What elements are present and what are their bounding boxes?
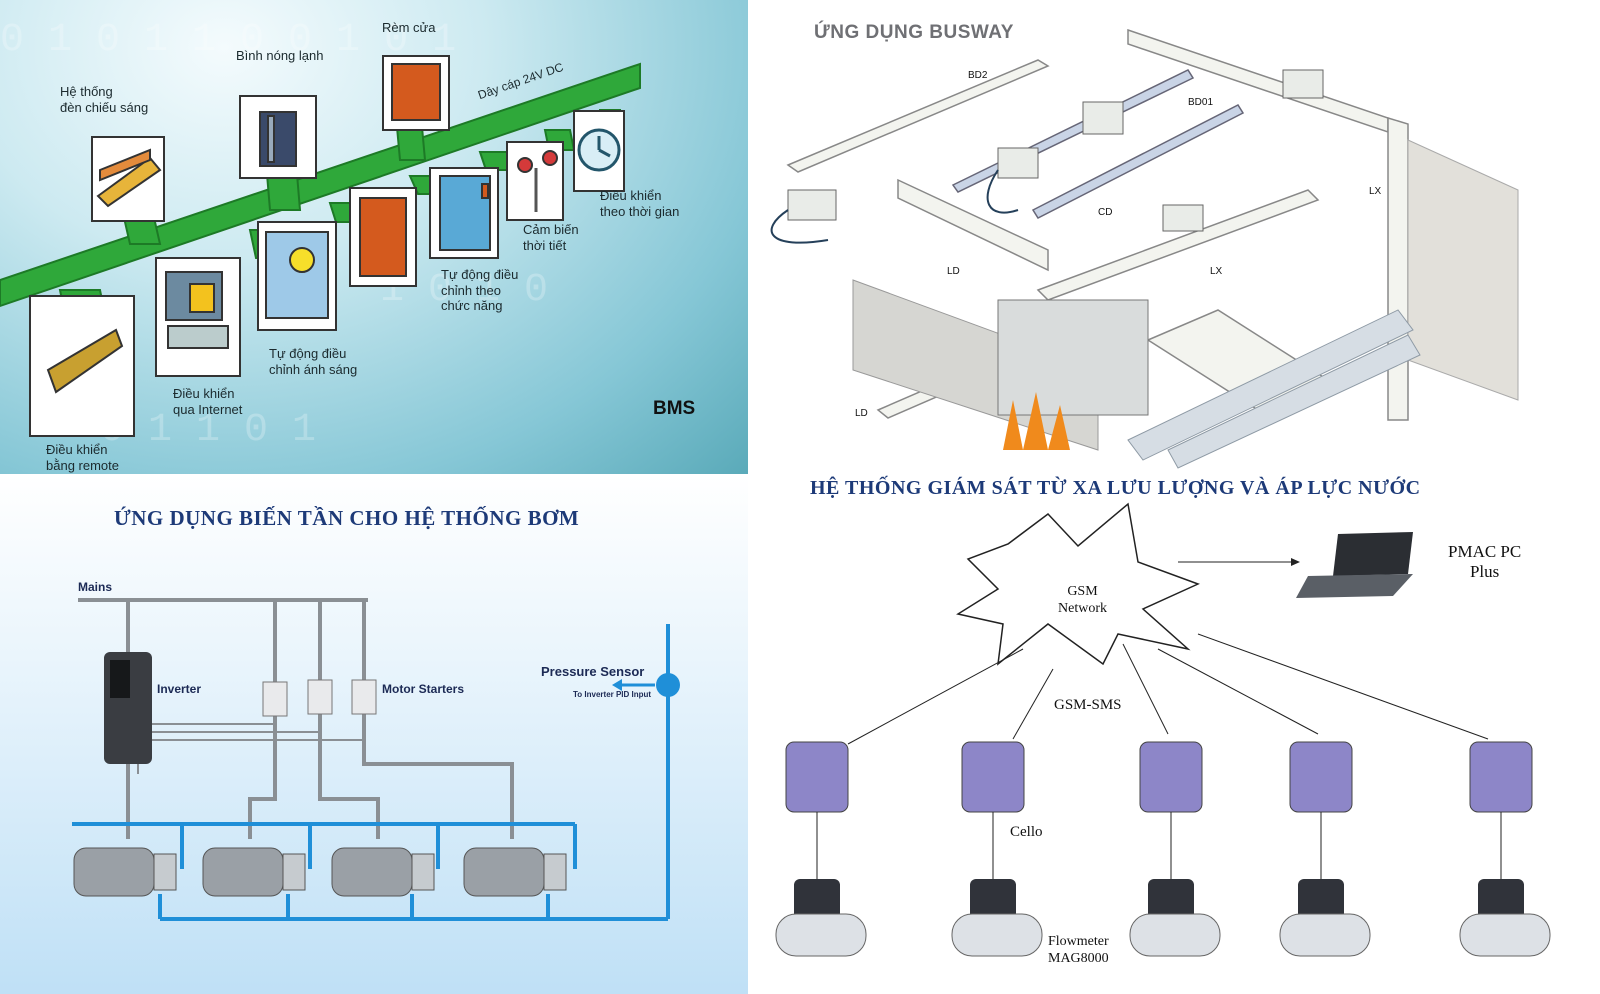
busway-lx-right: [1387, 116, 1409, 421]
bms-diagram: 0 1 0 1 1 0 0 1 0 1 1 0 1 0 0 1 1 0 1: [0, 18, 641, 453]
mains-label: Mains: [78, 580, 113, 594]
pump-panel: ỨNG DỤNG BIẾN TẦN CHO HỆ THỐNG BƠM Mains…: [0, 474, 748, 994]
device-5: [1459, 741, 1551, 957]
blinds-node: [349, 187, 417, 287]
device-3: [1129, 741, 1221, 957]
gsm-panel: HỆ THỐNG GIÁM SÁT TỪ XA LƯU LƯỢNG VÀ ÁP …: [748, 474, 1600, 994]
clock-node: [573, 110, 625, 192]
function-label: Tự động điều chỉnh theo chức năng: [441, 267, 519, 314]
curtain-label: Rèm cửa: [382, 20, 436, 35]
binary-watermark: 0 1 0 1 1 0 0 1 0 1: [0, 18, 456, 63]
pump-motor-2: [202, 847, 306, 897]
tap-off-box: [1082, 101, 1124, 135]
lighting-node: [91, 136, 165, 222]
lighting-label: Hệ thống đèn chiếu sáng: [60, 84, 149, 115]
device-2: [951, 741, 1043, 957]
pmac-label: PMAC PC Plus: [1448, 542, 1522, 582]
tap-off-box: [997, 147, 1039, 179]
cable: [770, 209, 829, 244]
pid-input-label: To Inverter PID Input: [573, 690, 652, 699]
binary-watermark: 0 1 1 0 1: [100, 408, 316, 453]
pressure-sensor-label: Pressure Sensor: [541, 664, 645, 679]
pump-title: ỨNG DỤNG BIẾN TẦN CHO HỆ THỐNG BƠM: [114, 506, 580, 530]
lx-label-top: LX: [1369, 186, 1382, 197]
lx-label-mid: LX: [1210, 266, 1223, 277]
busway-ld: [897, 178, 1049, 272]
motors: [73, 847, 567, 897]
busway-bd2: [786, 59, 1050, 173]
devices: [775, 741, 1551, 957]
pump-diagram: [72, 598, 680, 921]
tap-off-box: [1282, 69, 1324, 99]
bms-panel: 0 1 0 1 1 0 0 1 0 1 1 0 1 0 0 1 1 0 1: [0, 0, 748, 474]
busway-panel: ỨNG DỤNG BUSWAY BD2 BD01 CD LX LD LX LD: [748, 0, 1600, 474]
switchboard: [997, 299, 1149, 416]
arrowhead: [1291, 558, 1300, 566]
busway-cd: [1031, 104, 1245, 219]
pump-motor-3: [331, 847, 435, 897]
gsm-diagram: [775, 502, 1551, 957]
tap-off-box: [1162, 204, 1204, 232]
bd2-label: BD2: [968, 70, 988, 81]
cd-label: CD: [1098, 207, 1113, 218]
bms-bus-main: [0, 62, 641, 308]
motor-starters: [262, 679, 377, 717]
laptop-icon: [1296, 532, 1413, 598]
sms-arrows: [847, 633, 1489, 745]
gsm-title: HỆ THỐNG GIÁM SÁT TỪ XA LƯU LƯỢNG VÀ ÁP …: [810, 477, 1421, 499]
internet-label: Điều khiển qua Internet: [173, 386, 243, 417]
device-1: [775, 741, 867, 957]
cable: [986, 169, 1019, 214]
motor-starters-label: Motor Starters: [382, 682, 465, 696]
pump-motor-4: [463, 847, 567, 897]
water-heater-label: Bình nóng lạnh: [236, 48, 324, 63]
remote-node: [29, 295, 135, 437]
remote-label: Điều khiển bằng remote: [46, 442, 119, 473]
busway-lx-mid: [1036, 189, 1320, 301]
internet-node: [155, 257, 241, 377]
curtain-node: [382, 55, 450, 131]
cello-label: Cello: [1010, 824, 1043, 840]
light-auto-label: Tự động điều chỉnh ánh sáng: [269, 346, 358, 377]
water-heater-node: [239, 95, 317, 179]
right-wall: [1407, 139, 1519, 401]
bms-title: BMS: [653, 398, 696, 419]
pressure-sensor-icon: [656, 673, 680, 697]
inverter-label: Inverter: [157, 682, 202, 696]
busway-title: ỨNG DỤNG BUSWAY: [814, 22, 1014, 43]
gsm-sms-label: GSM-SMS: [1054, 697, 1122, 713]
ld-label-low: LD: [855, 408, 868, 419]
pid-arrowhead: [612, 679, 622, 691]
function-node: [429, 167, 499, 259]
busway-diagram: [770, 28, 1519, 469]
device-4: [1279, 741, 1371, 957]
light-auto-node: [257, 221, 337, 331]
gsm-network-label: GSM Network: [1058, 584, 1107, 616]
flowmeter-label: Flowmeter MAG8000: [1048, 934, 1109, 966]
water-pipes: [72, 624, 670, 921]
fire-icon: [1003, 392, 1070, 450]
control-wires: [137, 723, 364, 774]
timer-label: Điều khiển theo thời gian: [600, 188, 680, 219]
ld-label-mid: LD: [947, 266, 960, 277]
inverter: [104, 652, 152, 764]
gsm-network-star: [956, 502, 1200, 666]
bd01-label: BD01: [1188, 97, 1214, 108]
pipe: [1127, 309, 1414, 461]
power-lines: [126, 600, 514, 839]
weather-sensor-node: [506, 141, 564, 221]
pipe: [1167, 334, 1421, 469]
pump-motor-1: [73, 847, 177, 897]
weather-label: Cảm biến thời tiết: [523, 222, 579, 253]
plug-box: [787, 189, 837, 221]
